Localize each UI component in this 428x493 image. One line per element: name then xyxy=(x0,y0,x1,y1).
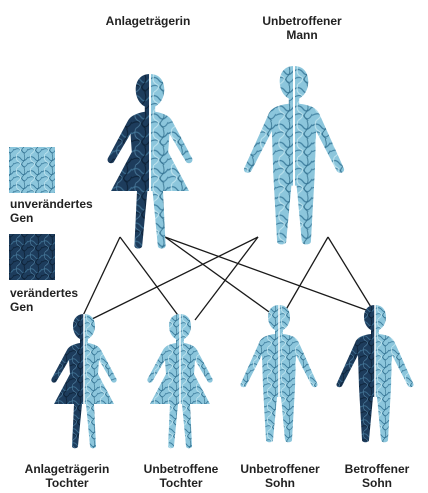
legend-unchanged-line1: unverändertes xyxy=(10,197,93,211)
legend-changed-line2: Gen xyxy=(10,300,78,314)
inheritance-lines xyxy=(80,237,380,322)
line-father-child2 xyxy=(195,237,258,320)
legend-unchanged-line2: Gen xyxy=(10,211,93,225)
child4-line1: Betroffener xyxy=(330,462,424,476)
child-label-unaffected-son: Unbetroffener Sohn xyxy=(233,462,327,490)
child3-line1: Unbetroffener xyxy=(233,462,327,476)
child-label-unaffected-daughter: Unbetroffene Tochter xyxy=(134,462,228,490)
father-label-line1: Unbetroffener xyxy=(252,14,352,28)
line-father-child3 xyxy=(280,237,328,320)
line-mother-child3 xyxy=(165,237,283,322)
legend-unchanged-label: unverändertes Gen xyxy=(10,197,93,225)
child2-line1: Unbetroffene xyxy=(134,462,228,476)
child-label-carrier-daughter: Anlageträgerin Tochter xyxy=(20,462,114,490)
child-carrier-daughter xyxy=(51,314,116,448)
child1-line1: Anlageträgerin xyxy=(20,462,114,476)
child2-line2: Tochter xyxy=(134,476,228,490)
child-unaffected-daughter xyxy=(147,314,212,448)
line-father-child4 xyxy=(328,237,374,312)
father-label-line2: Mann xyxy=(252,28,352,42)
father-figure xyxy=(244,66,344,244)
mother-figure xyxy=(108,74,193,249)
child-unaffected-son xyxy=(240,305,317,442)
line-mother-child1 xyxy=(80,237,120,322)
line-mother-child4 xyxy=(165,237,380,315)
mother-label-text: Anlageträgerin xyxy=(98,14,198,28)
mother-label: Anlageträgerin xyxy=(98,14,198,28)
legend-unchanged-swatch xyxy=(9,147,55,193)
child-label-affected-son: Betroffener Sohn xyxy=(330,462,424,490)
child1-line2: Tochter xyxy=(20,476,114,490)
legend-changed-label: verändertes Gen xyxy=(10,286,78,314)
legend-changed-line1: verändertes xyxy=(10,286,78,300)
legend-changed-swatch xyxy=(9,234,55,280)
line-father-child1 xyxy=(90,237,258,320)
line-mother-child2 xyxy=(120,237,183,322)
child-affected-son xyxy=(336,305,413,442)
child4-line2: Sohn xyxy=(330,476,424,490)
child3-line2: Sohn xyxy=(233,476,327,490)
father-label: Unbetroffener Mann xyxy=(252,14,352,42)
